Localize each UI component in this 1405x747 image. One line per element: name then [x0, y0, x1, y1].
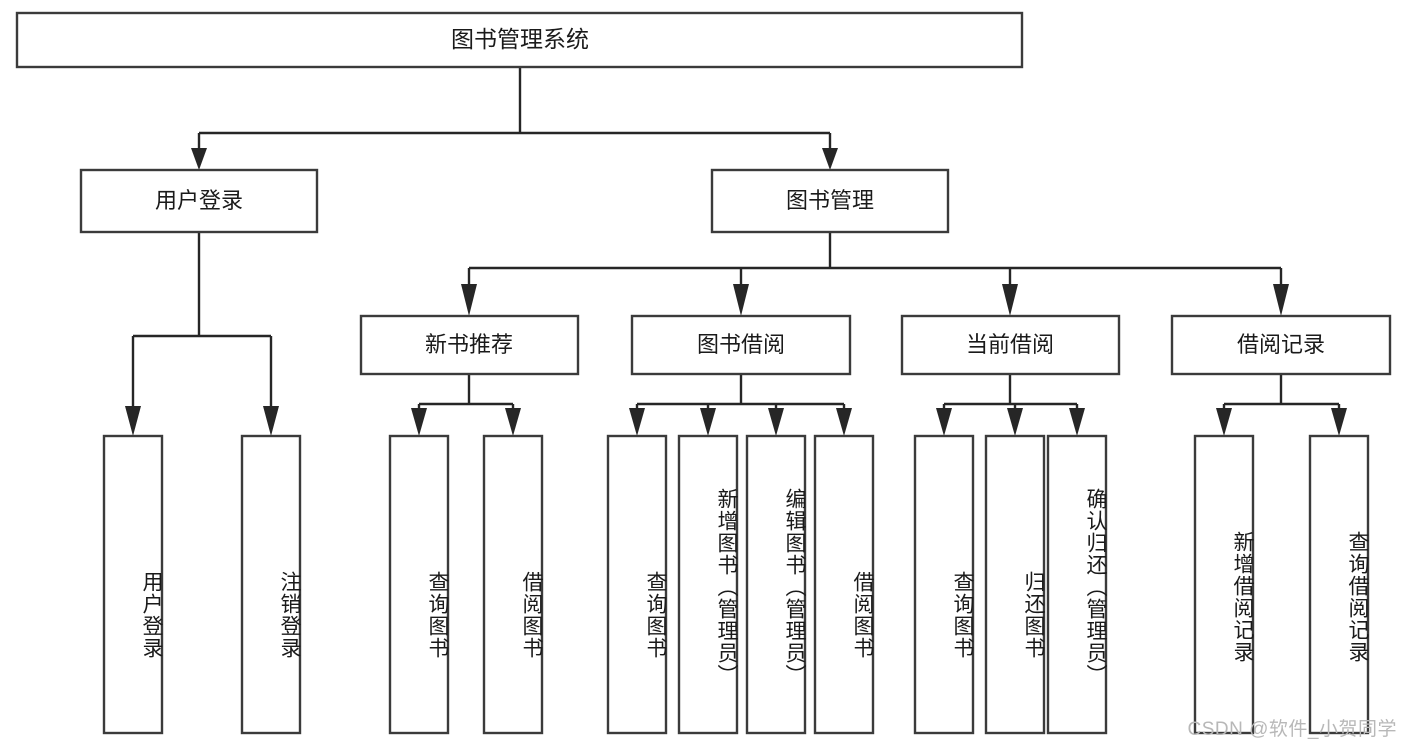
node-book-manage[interactable]: 图书管理 [710, 168, 950, 234]
node-user-login-box[interactable] [79, 168, 319, 234]
arrow-head-leaf-user-login [125, 406, 141, 436]
arrow-head-leaf-logout [263, 406, 279, 436]
node-user-login-label: 用户登录 [155, 188, 243, 213]
leaf-box-add-book[interactable] [677, 434, 739, 735]
node-new-book-recommend[interactable]: 新书推荐 [359, 314, 580, 376]
node-book-borrow-label: 图书借阅 [697, 332, 785, 357]
node-current-borrow[interactable]: 当前借阅 [900, 314, 1121, 376]
node-book-borrow-box[interactable] [630, 314, 852, 376]
node-root[interactable]: 图书管理系统 [15, 11, 1024, 69]
arrow-head-leaf-confirm-return [1069, 408, 1085, 436]
node-borrow-record-label: 借阅记录 [1237, 332, 1325, 357]
node-book-manage-box[interactable] [710, 168, 950, 234]
connector-group-new-book-to-leaves [411, 374, 521, 436]
node-current-borrow-label: 当前借阅 [966, 332, 1054, 357]
arrow-head-leaf-add-book [700, 408, 716, 436]
leaf-box-logout-login[interactable] [240, 434, 302, 735]
leaf-box-query-book-1[interactable] [388, 434, 450, 735]
arrow-head-book-borrow [733, 284, 749, 316]
leaf-box-query-record[interactable] [1308, 434, 1370, 735]
leaf-box-user-login[interactable] [102, 434, 164, 735]
arrow-head-leaf-borrow-book-1 [505, 408, 521, 436]
arrow-head-current-borrow [1002, 284, 1018, 316]
arrow-head-borrow-record [1273, 284, 1289, 316]
arrow-head-book-manage [822, 148, 838, 170]
node-book-borrow[interactable]: 图书借阅 [630, 314, 852, 376]
node-borrow-record[interactable]: 借阅记录 [1170, 314, 1392, 376]
arrow-head-leaf-query-book-2 [629, 408, 645, 436]
leaf-box-query-book-3[interactable] [913, 434, 975, 735]
node-borrow-record-box[interactable] [1170, 314, 1392, 376]
leaf-box-query-book-2[interactable] [606, 434, 668, 735]
node-book-manage-label: 图书管理 [786, 188, 874, 213]
watermark-text: CSDN @软件_小贺同学 [1187, 719, 1397, 740]
arrow-head-leaf-return-book [1007, 408, 1023, 436]
connector-group-user-login-to-leaves [125, 232, 279, 436]
connector-group-book-borrow-to-leaves [629, 374, 852, 436]
leaf-box-edit-book[interactable] [745, 434, 807, 735]
node-root-label: 图书管理系统 [451, 26, 589, 52]
arrow-head-leaf-borrow-book-2 [836, 408, 852, 436]
node-current-borrow-box[interactable] [900, 314, 1121, 376]
leaf-box-confirm-return[interactable] [1046, 434, 1108, 735]
connector-group-book-manage-to-level3 [461, 232, 1289, 316]
arrow-head-user-login [191, 148, 207, 170]
connector-group-borrow-record-to-leaves [1216, 374, 1347, 436]
arrow-head-new-book [461, 284, 477, 316]
arrow-head-leaf-add-record [1216, 408, 1232, 436]
leaf-box-return-book[interactable] [984, 434, 1046, 735]
arrow-head-leaf-query-book-3 [936, 408, 952, 436]
connector-group-root-to-level2 [191, 68, 838, 170]
connector-group-current-borrow-to-leaves [936, 374, 1085, 436]
node-new-book-recommend-label: 新书推荐 [425, 332, 513, 357]
leaf-box-borrow-book-2[interactable] [813, 434, 875, 735]
node-root-box[interactable] [15, 11, 1024, 69]
arrow-head-leaf-query-book-1 [411, 408, 427, 436]
node-new-book-recommend-box[interactable] [359, 314, 580, 376]
arrow-head-leaf-query-record [1331, 408, 1347, 436]
leaf-box-add-record[interactable] [1193, 434, 1255, 735]
arrow-head-leaf-edit-book [768, 408, 784, 436]
node-user-login[interactable]: 用户登录 [79, 168, 319, 234]
leaf-box-borrow-book-1[interactable] [482, 434, 544, 735]
